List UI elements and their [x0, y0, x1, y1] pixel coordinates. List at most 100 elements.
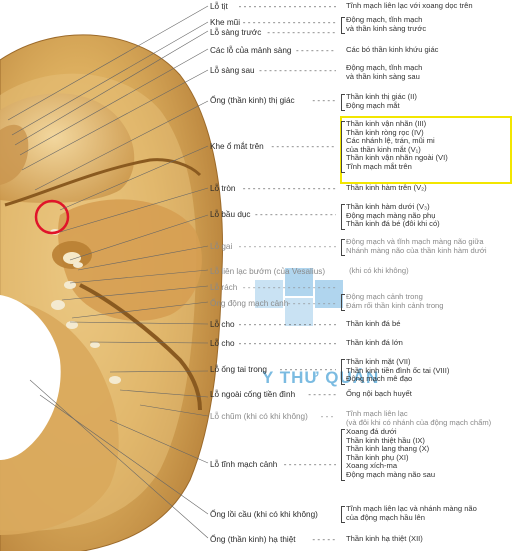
leader-dash: - - - - - - - - - - - - - - - - - - — [267, 28, 336, 37]
label-lo-sang-truoc: Lỗ sàng trước — [210, 28, 262, 37]
label-lo-cho-1: Lỗ cho — [210, 320, 235, 329]
contents-ong-thi-giac: Thần kinh thị giác (II)Động mạch mắt — [346, 92, 417, 110]
label-lo-lien-lac-buom: Lỗ liên lạc bướm (của Vesalius) — [210, 267, 326, 276]
brace — [341, 204, 345, 230]
leader-dash: - - - - - - - - - - - - - - - - - - — [279, 365, 336, 374]
contents-line: Thần kinh thiệt hầu (IX) — [346, 435, 425, 445]
contents-lo-tit: Tĩnh mạch liên lạc với xoang dọc trên — [346, 1, 473, 11]
contents-lo-ngoai-cong-tien-dinh: Ống nội bạch huyết — [346, 389, 412, 399]
contents-line: Thần kinh tiền đình ốc tai (VIII) — [346, 365, 450, 375]
contents-cac-lo-manh-sang: Các bó thần kinh khứu giác — [346, 45, 439, 55]
foramen-magnum — [0, 295, 61, 460]
contents-line: Thần kinh ròng rọc (IV) — [346, 127, 424, 137]
contents-khe-o-mat-tren: Thần kinh vận nhãn (III)Thần kinh ròng r… — [346, 119, 448, 172]
contents-lo-tron: Thần kinh hàm trên (V₂) — [346, 183, 427, 193]
contents-lo-cho-1: Thần kinh đá bé — [346, 319, 401, 329]
contents-line: Các bó thần kinh khứu giác — [346, 45, 439, 54]
label-lo-ong-tai-trong: Lỗ ống tai trong — [210, 365, 267, 374]
contents-line: Thần kinh mặt (VII) — [346, 357, 411, 366]
label-ong-thi-giac: Ống (thần kinh) thị giác — [210, 96, 295, 105]
leader-dash: - - - - - - - - - - - - - - - — [283, 460, 336, 469]
leader-dash: - - - - - - - - - - - - - - - - - - - - … — [242, 283, 336, 292]
leader-dash: - - - - - - - - - - - - - - - - - - — [271, 142, 336, 151]
contents-line: Thần kinh đá lớn — [346, 338, 403, 347]
label-lo-gai: Lỗ gai — [210, 242, 233, 251]
label-lo-chum: Lỗ chũm (khi có khi không) — [210, 412, 308, 421]
leader-dash: - - - - - - - - - - - - - - - - - - - - — [259, 66, 336, 75]
leader-dash: - - - - - - - - - - - - - - - - - - - - … — [238, 2, 336, 11]
label-lo-tron: Lỗ tròn — [210, 184, 236, 193]
brace — [341, 506, 345, 524]
contents-line: Đám rối thần kinh cảnh trong — [346, 300, 444, 310]
leader-dash: - - - - - - - - - - - - - - - - - - - - … — [242, 18, 336, 27]
contents-line: Xoang đá dưới — [346, 427, 397, 436]
contents-line: và thần kinh sàng trước — [346, 23, 427, 33]
brace — [341, 429, 345, 481]
brace — [341, 17, 345, 35]
contents-line: Tĩnh mạch liên lạc — [346, 409, 408, 418]
leader-dash: - - - - - - - - - - - - - — [287, 299, 336, 308]
contents-line: Thần kinh hạ thiệt (XII) — [346, 534, 423, 543]
label-lo-tit: Lỗ tịt — [210, 2, 228, 11]
leader-dash: - - - - - - - - - - - - - - - - - - - - … — [242, 184, 336, 193]
contents-line: Tĩnh mạch liên lạc và nhánh màng não — [346, 504, 477, 513]
anterior-fossa — [0, 93, 135, 203]
contents-line: (và đôi khi có nhánh của động mạch chẩm) — [346, 417, 492, 427]
contents-lo-chum: Tĩnh mạch liên lạc(và đôi khi có nhánh c… — [346, 409, 492, 427]
label-khe-mui: Khe mũi — [210, 18, 241, 27]
contents-line: Các nhánh lệ, trán, mũi mi — [346, 136, 435, 146]
contents-line: Thần kinh hàm dưới (V₃) — [346, 202, 430, 211]
leader-dash: - - - - - - - - - - - - — [308, 390, 336, 399]
contents-line: Thần kinh đá bé — [346, 319, 401, 328]
brace — [341, 359, 345, 385]
contents-line: Động mạch mắt — [346, 100, 400, 110]
leader-dash: - - - - - - - - - - - - - - - - - - - - … — [238, 339, 336, 348]
leader-dash: - - - - - - - — [320, 412, 336, 421]
label-ong-dong-mach-canh: Ống động mạch cảnh — [210, 299, 289, 308]
label-ong-ha-thiet: Ống (thần kinh) hạ thiệt — [210, 535, 296, 544]
label-lo-tinh-mach-canh: Lỗ tĩnh mạch cảnh — [210, 460, 278, 469]
label-lo-rach: Lỗ rách — [210, 283, 238, 292]
label-khe-o-mat-tren: Khe ổ mắt trên — [210, 142, 264, 151]
watermark-logo — [255, 268, 345, 348]
leader-dash: - - - - - - - - - - - - - - - - - - - - … — [238, 242, 336, 251]
contents-line: và thần kinh sàng sau — [346, 71, 420, 81]
brace — [341, 294, 345, 312]
contents-line: của động mạch hầu lên — [346, 512, 425, 522]
leader-dash: - - - - - - - - - - - - - - - - - - - - … — [238, 320, 336, 329]
label-ong-loi-cau: Ống lồi cầu (khi có khi không) — [210, 510, 318, 519]
leader-dash: - - - - - - - - - - - - — [296, 46, 336, 55]
contents-line: Thần kinh phụ (XI) — [346, 452, 409, 462]
contents-line: Thần kinh lang thang (X) — [346, 444, 430, 454]
contents-line: Động mạch cảnh trong — [346, 292, 423, 301]
brace — [341, 94, 345, 112]
contents-line: Động mạch, tĩnh mạch — [346, 15, 423, 24]
contents-lo-lien-lac-buom: (khi có khi không) — [349, 266, 409, 276]
contents-line: Thần kinh đá bé (đôi khi có) — [346, 219, 440, 229]
contents-line: Động mạch màng não phụ — [346, 210, 436, 220]
label-lo-bau-duc: Lỗ bầu dục — [210, 210, 251, 219]
contents-line: của thần kinh mắt (V₁) — [346, 144, 421, 154]
leader-dash: - - - - - - - - — [312, 535, 336, 544]
label-lo-cho-2: Lỗ cho — [210, 339, 235, 348]
contents-line: Thần kinh thị giác (II) — [346, 92, 417, 101]
contents-lo-ong-tai-trong: Thần kinh mặt (VII)Thần kinh tiền đình ố… — [346, 357, 450, 384]
contents-lo-cho-2: Thần kinh đá lớn — [346, 338, 403, 348]
contents-line: Tĩnh mạch mắt trên — [346, 161, 412, 171]
contents-line: Thần kinh vận nhãn ngoài (VI) — [346, 153, 448, 163]
contents-line: Động mạch và tĩnh mạch màng não giữa — [346, 237, 484, 246]
label-cac-lo-manh-sang: Các lỗ của mảnh sàng — [210, 46, 292, 55]
contents-line: Tĩnh mạch liên lạc với xoang dọc trên — [346, 1, 473, 10]
contents-line: Ống nội bạch huyết — [346, 389, 412, 398]
leader-dash: - - - - - - - - — [312, 96, 336, 105]
contents-ong-ha-thiet: Thần kinh hạ thiệt (XII) — [346, 534, 423, 544]
contents-line: Thần kinh hàm trên (V₂) — [346, 183, 427, 192]
contents-line: Xoang xích-ma — [346, 461, 398, 471]
brace — [341, 239, 345, 257]
